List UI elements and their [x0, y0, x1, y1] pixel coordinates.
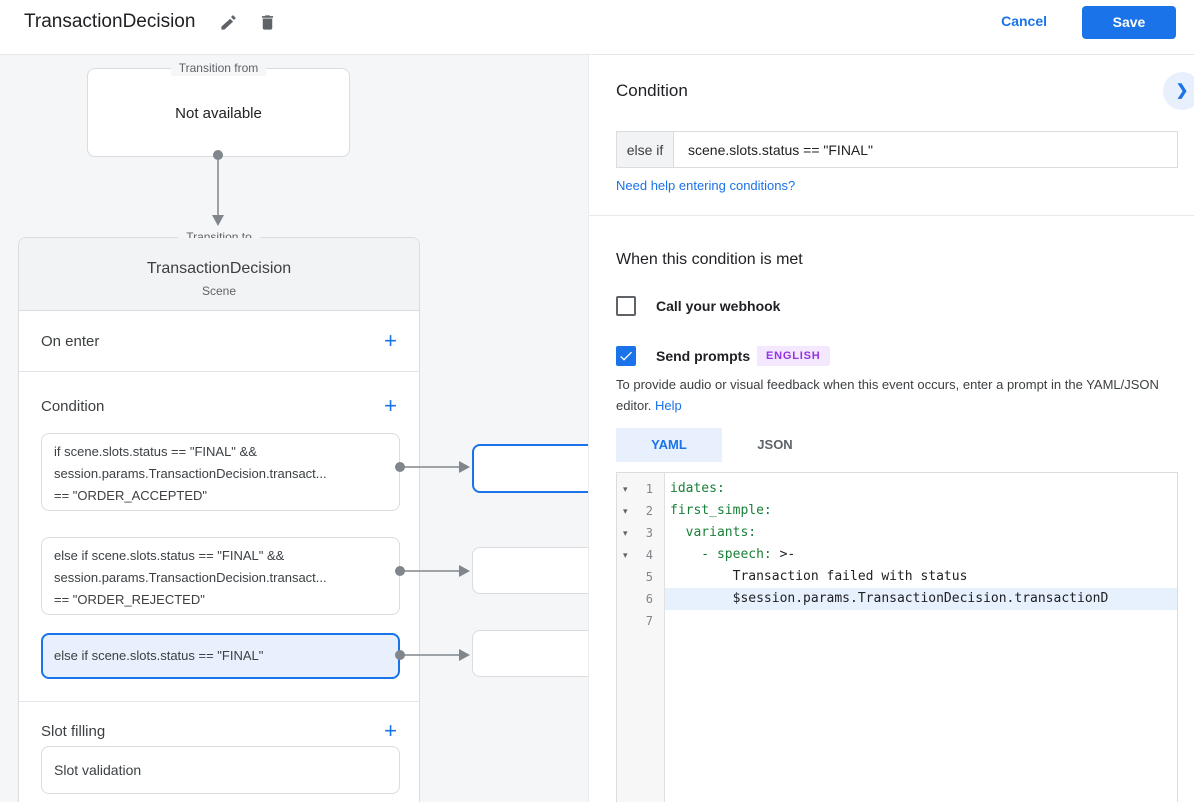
send-prompts-label: Send prompts: [656, 348, 751, 364]
fold-toggle-icon[interactable]: ▾: [623, 484, 628, 494]
line-number: 5: [645, 570, 653, 584]
condition-expression-row: else if: [616, 131, 1178, 168]
line-number: 7: [645, 614, 653, 628]
condition-text: == "ORDER_REJECTED": [54, 592, 205, 607]
condition-text: session.params.TransactionDecision.trans…: [54, 570, 327, 585]
tab-yaml[interactable]: YAML: [616, 428, 722, 462]
panel-heading: Condition: [616, 81, 688, 100]
code-line: ▾3 variants:: [617, 522, 1177, 544]
code-line: 7: [617, 610, 1177, 632]
on-enter-label: On enter: [41, 332, 100, 350]
line-number: 6: [645, 592, 653, 606]
panel-divider: [589, 215, 1194, 216]
add-condition-button[interactable]: +: [384, 393, 397, 418]
line-number: 1: [645, 482, 653, 496]
condition-section-label: Condition: [41, 397, 105, 415]
scene-type-label: Scene: [201, 284, 237, 298]
yaml-code-editor[interactable]: ▾1 idates: ▾2 first_simple: ▾3 variants:…: [616, 472, 1178, 802]
condition-card-order-accepted[interactable]: if scene.slots.status == "FINAL" && sess…: [41, 433, 400, 511]
edit-pencil-icon[interactable]: [219, 13, 239, 33]
page-title: TransactionDecision: [24, 11, 196, 32]
fold-toggle-icon[interactable]: ▾: [623, 550, 628, 560]
code-line: ▾1 idates:: [617, 478, 1177, 500]
line-number: 2: [645, 504, 653, 518]
condition-text: else if scene.slots.status == "FINAL": [54, 648, 264, 663]
code-line: ▾2 first_simple:: [617, 500, 1177, 522]
fold-toggle-icon[interactable]: ▾: [623, 506, 628, 516]
condition-text: if scene.slots.status == "FINAL" &&: [54, 444, 257, 459]
condition-text: session.params.TransactionDecision.trans…: [54, 466, 327, 481]
transition-target-node-selected[interactable]: [472, 444, 588, 493]
cancel-button[interactable]: Cancel: [1001, 13, 1047, 29]
condition-card-order-rejected[interactable]: else if scene.slots.status == "FINAL" &&…: [41, 537, 400, 615]
send-prompts-checkbox[interactable]: [616, 346, 636, 366]
transition-from-legend: Transition from: [170, 60, 267, 76]
condition-text: else if scene.slots.status == "FINAL" &&: [54, 548, 285, 563]
chevron-right-icon: ❯: [1175, 82, 1189, 99]
help-link[interactable]: Help: [655, 398, 682, 413]
scene-name: TransactionDecision: [146, 260, 292, 277]
code-line: 5 Transaction failed with status: [617, 566, 1177, 588]
condition-help-link[interactable]: Need help entering conditions?: [616, 178, 796, 193]
condition-expression-input[interactable]: [674, 132, 1177, 167]
transition-to-box: Transition to TransactionDecision Scene …: [18, 229, 420, 802]
scene-card-header[interactable]: TransactionDecision Scene: [19, 238, 419, 311]
code-line: ▾4 - speech: >-: [617, 544, 1177, 566]
collapse-panel-button[interactable]: ❯: [1163, 72, 1194, 110]
on-enter-section: On enter +: [19, 311, 419, 372]
condition-text: == "ORDER_ACCEPTED": [54, 488, 207, 503]
language-badge: ENGLISH: [757, 346, 830, 366]
slot-validation-label: Slot validation: [54, 762, 142, 778]
slot-validation-card[interactable]: Slot validation: [41, 746, 400, 794]
top-bar: TransactionDecision Cancel Save: [0, 0, 1194, 55]
save-button[interactable]: Save: [1082, 6, 1176, 39]
add-slot-button[interactable]: +: [384, 718, 397, 743]
transition-target-node[interactable]: [472, 630, 588, 677]
line-number: 3: [645, 526, 653, 540]
slot-filling-section-header: Slot filling +: [19, 713, 419, 749]
tab-json[interactable]: JSON: [757, 437, 793, 452]
transition-from-box: Transition from Not available: [87, 60, 350, 157]
checkmark-icon: [620, 351, 632, 361]
line-number: 4: [645, 548, 653, 562]
condition-detail-panel: Condition ❯ else if Need help entering c…: [588, 55, 1194, 802]
add-on-enter-button[interactable]: +: [384, 328, 397, 353]
call-webhook-checkbox[interactable]: [616, 296, 636, 316]
condition-prefix-label: else if: [617, 132, 674, 167]
prompt-description-text: To provide audio or visual feedback when…: [616, 377, 1159, 413]
prompt-description: To provide audio or visual feedback when…: [616, 374, 1176, 416]
when-condition-met-heading: When this condition is met: [616, 251, 803, 268]
flow-diagram-panel: Transition from Not available Transition…: [0, 55, 588, 802]
code-line-highlighted: 6 $session.params.TransactionDecision.tr…: [617, 588, 1177, 610]
editor-gutter: [617, 473, 665, 802]
condition-section-header: Condition +: [19, 388, 419, 424]
section-divider: [19, 701, 419, 702]
transition-from-value: Not available: [175, 105, 262, 122]
slot-filling-label: Slot filling: [41, 722, 106, 740]
condition-card-final-selected[interactable]: else if scene.slots.status == "FINAL": [41, 633, 400, 679]
delete-trash-icon[interactable]: [258, 13, 278, 33]
fold-toggle-icon[interactable]: ▾: [623, 528, 628, 538]
call-webhook-label: Call your webhook: [656, 298, 781, 314]
transition-target-node[interactable]: [472, 547, 588, 594]
